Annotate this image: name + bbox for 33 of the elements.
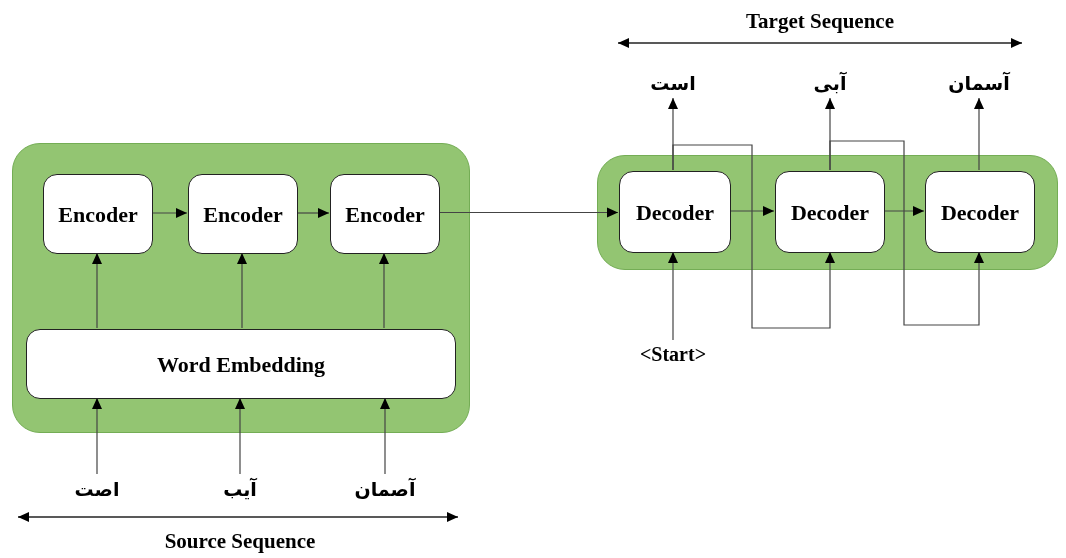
- arrow: [668, 251, 678, 341]
- start-token: <Start>: [628, 340, 718, 368]
- word-text: آسمان: [943, 68, 1015, 98]
- axis-label: Target Sequence: [745, 8, 895, 35]
- process-box: Decoder: [619, 171, 731, 253]
- arrow: [92, 397, 102, 475]
- word-text: آیب: [210, 474, 270, 504]
- process-box: Encoder: [188, 174, 298, 254]
- process-box: Decoder: [925, 171, 1035, 253]
- arrow: [380, 397, 390, 475]
- group-panel: [12, 143, 470, 433]
- process-box: Encoder: [43, 174, 153, 254]
- arrow: [92, 252, 102, 329]
- process-box: Word Embedding: [26, 329, 456, 399]
- arrow: [151, 208, 188, 218]
- process-box: Encoder: [330, 174, 440, 254]
- arrow: [379, 252, 389, 329]
- arrow: [438, 207, 619, 218]
- word-text: آصمان: [345, 474, 425, 504]
- axis-label: Source Sequence: [163, 528, 317, 555]
- arrow: [829, 140, 984, 326]
- process-box: Decoder: [775, 171, 885, 253]
- group-panel: [597, 155, 1058, 270]
- word-text: آبی: [800, 68, 860, 98]
- word-text: اصت: [67, 474, 127, 504]
- arrow: [237, 252, 247, 329]
- arrow: [296, 208, 330, 218]
- arrow: [883, 206, 925, 216]
- arrow: [729, 206, 775, 216]
- arrow: [235, 397, 245, 475]
- word-text: است: [643, 68, 703, 98]
- arrow: [672, 144, 835, 329]
- arrow: [974, 97, 984, 171]
